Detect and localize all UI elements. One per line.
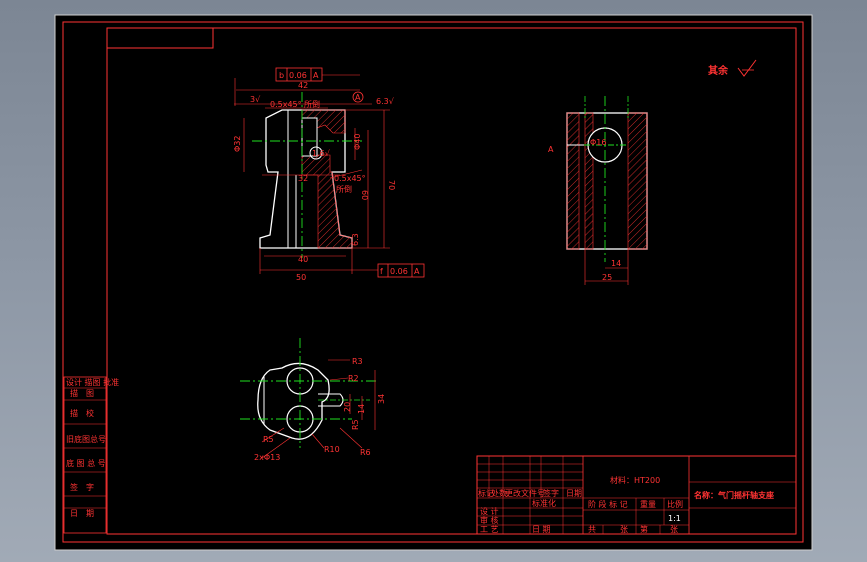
roughness-check-icon <box>737 59 757 77</box>
tb-page: 张 <box>670 525 678 534</box>
rev-h-1: 处数 <box>491 488 507 498</box>
dim-chamfer-top: 0.5x45° <box>270 100 302 109</box>
side-hatch-right <box>627 112 648 250</box>
tol-bottom-datum: A <box>414 267 420 276</box>
front-bore <box>301 117 318 157</box>
ra-low: 6.3 <box>351 233 360 246</box>
top-leader-d13 <box>261 437 291 459</box>
tb-design: 设 计 <box>480 506 499 516</box>
top-dim-r5: R5 <box>263 435 274 444</box>
left-row-3: 旧底图总号 <box>66 434 106 444</box>
top-dim-r6: R6 <box>360 448 371 457</box>
outer-frame <box>62 21 804 543</box>
ra-right: 6.3√ <box>376 97 395 106</box>
tb-date: 日 期 <box>532 525 551 534</box>
dim-60: 60 <box>360 190 369 200</box>
label-mid: 所倒 <box>336 184 352 194</box>
tol-bottom-value: 0.06 <box>390 267 408 276</box>
dim-42: 42 <box>298 81 308 90</box>
dim-chamfer-mid: 0.5x45° <box>334 174 366 183</box>
corner-box <box>106 27 214 49</box>
left-table-frame <box>63 376 107 534</box>
top-leader-r5 <box>261 427 285 443</box>
front-view: b 0.06 A f 0.06 A A 42 50 40 70 60 Φ32 Φ… <box>233 67 425 282</box>
dim-phi40: Φ40 <box>353 134 362 150</box>
top-leader-r6 <box>339 427 363 449</box>
top-leader-r10 <box>311 433 325 449</box>
top-view: R3 R2 R5 2xΦ13 R10 R6 34 14 20 R5 <box>240 338 386 462</box>
top-dim-20: 20 <box>343 402 352 412</box>
rev-h-2: 更改文件号 <box>505 488 545 498</box>
left-row-6: 日 期 <box>70 509 94 518</box>
top-dim-r2: R2 <box>348 374 359 383</box>
side-hatch-mid <box>584 112 594 250</box>
left-row-2: 描 校 <box>70 408 94 418</box>
dim-phi32: Φ32 <box>233 136 242 152</box>
datum-a-circle <box>352 91 364 103</box>
tol-frame-bottom <box>377 263 425 278</box>
side-ref-a: A <box>548 145 554 154</box>
side-dim-25: 25 <box>602 273 612 282</box>
dim-40: 40 <box>298 255 308 264</box>
top-dim-r5b: R5 <box>351 419 360 430</box>
tb-stage: 阶 段 标 记 <box>588 499 628 509</box>
dim-32: 32 <box>298 174 308 183</box>
tb-sheets: 共 <box>588 525 596 534</box>
left-row-5: 签 字 <box>70 482 94 492</box>
top-dim-r3: R3 <box>352 357 363 366</box>
ra-left: 3√ <box>250 95 261 104</box>
tb-review: 审 核 <box>480 515 499 525</box>
leader-chamfer-mid <box>329 169 363 179</box>
top-dim-14: 14 <box>357 404 366 414</box>
side-view: 25 14 Φ16 A <box>548 96 648 285</box>
tol-top-datum: A <box>313 71 319 80</box>
tb-process: 工 艺 <box>480 525 499 534</box>
tb-title: 名称：气门摇杆轴支座 <box>694 490 774 500</box>
tol-top-symbol: b <box>279 71 284 80</box>
sheet-border <box>54 14 813 551</box>
title-block-frame <box>476 455 797 535</box>
tol-bottom-symbol: f <box>380 267 383 276</box>
side-hatch-left <box>566 112 580 250</box>
note-text: 其余 <box>708 64 729 77</box>
rev-h-4: 日期 <box>566 489 582 498</box>
inner-frame <box>106 27 797 535</box>
front-oil-hole <box>309 146 323 160</box>
tb-ratio: 比例 <box>667 499 683 509</box>
dim-70: 70 <box>387 180 396 190</box>
tb-standard: 标准化 <box>532 498 556 508</box>
tb-material: 材料：HT200 <box>610 475 660 485</box>
left-table: 设计 描图 批准 描 图 描 校 旧底图总号 底 图 总 号 签 字 日 期 <box>63 376 119 534</box>
rev-h-0: 标记 <box>478 488 494 498</box>
rev-h-3: 签字 <box>543 488 559 498</box>
tb-weight: 重量 <box>640 499 656 509</box>
top-leader-r2 <box>329 377 349 381</box>
tol-frame-top <box>275 67 323 82</box>
tb-of: 第 <box>640 524 648 534</box>
top-dim-d13: 2xΦ13 <box>254 453 280 462</box>
left-row-4: 底 图 总 号 <box>66 458 106 468</box>
tb-sheet: 张 <box>620 525 628 534</box>
ra-mid: 1.6√ <box>312 149 331 158</box>
dim-50: 50 <box>296 273 306 282</box>
left-row-1: 描 图 <box>70 388 94 398</box>
datum-a-label: A <box>355 93 361 102</box>
title-block: 标记 处数 更改文件号 签字 日期 设 计 标准化 审 核 工 艺 日 期 材料… <box>476 455 797 535</box>
top-dim-r10: R10 <box>324 445 340 454</box>
side-dim-phi16: Φ16 <box>590 138 606 147</box>
top-outline <box>257 362 330 440</box>
tb-scale-value: 1:1 <box>668 514 681 523</box>
tol-top-value: 0.06 <box>289 71 307 80</box>
left-row-0: 设计 描图 批准 <box>66 377 119 387</box>
side-dim-14: 14 <box>611 259 621 268</box>
top-dim-34: 34 <box>377 394 386 404</box>
label-top: 所倒 <box>304 99 320 109</box>
